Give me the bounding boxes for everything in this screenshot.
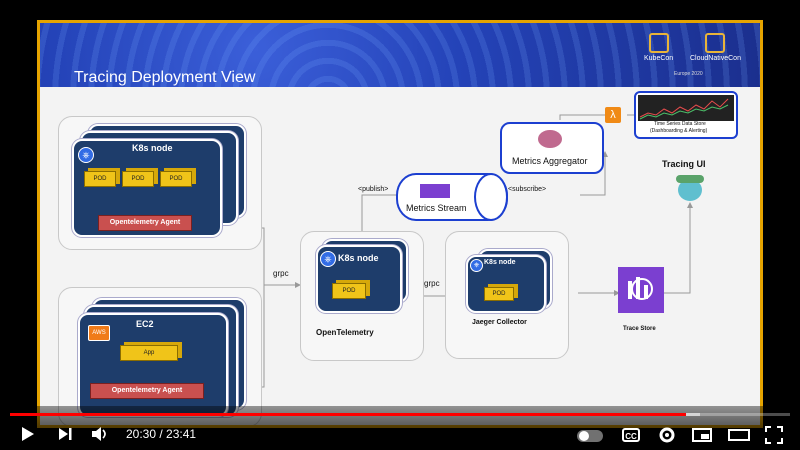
- opentelemetry-agent: Opentelemetry Agent: [90, 383, 204, 399]
- database-chart-icon: [628, 277, 653, 300]
- volume-icon[interactable]: [90, 425, 110, 448]
- line-chart-icon: [638, 95, 734, 121]
- slide-banner: [40, 23, 760, 87]
- lambda-icon: λ: [605, 107, 621, 123]
- k8s-node-card: ⎈ K8s node POD: [466, 255, 546, 313]
- time-series-data-store: Time Series Data Store (Dashboarding & A…: [634, 91, 738, 139]
- metrics-aggregator-label: Metrics Aggregator: [512, 156, 588, 166]
- metrics-stream: Metrics Stream: [396, 173, 508, 221]
- jaeger-gopher-icon: [672, 173, 708, 203]
- trace-store-label: Trace Store: [623, 326, 656, 332]
- tracing-ui-label: Tracing UI: [662, 159, 706, 169]
- opentelemetry-agent: Opentelemetry Agent: [98, 215, 192, 231]
- trace-store-icon: [618, 267, 664, 313]
- kubernetes-icon: ⎈: [320, 251, 336, 267]
- k8s-node-label: K8s node: [338, 253, 379, 263]
- miniplayer-icon[interactable]: [692, 428, 712, 442]
- k8s-node-card: ⎈ K8s node POD: [316, 245, 402, 313]
- metrics-aggregator: Metrics Aggregator: [500, 122, 604, 174]
- next-icon[interactable]: [56, 425, 74, 448]
- app-box: App: [120, 345, 178, 361]
- opentelemetry-label: OpenTelemetry: [316, 328, 374, 337]
- theater-icon[interactable]: [728, 429, 750, 441]
- captions-icon[interactable]: CC: [622, 428, 640, 442]
- pod: POD: [84, 171, 116, 187]
- kinesis-icon: [420, 184, 450, 198]
- slide-title: Tracing Deployment View: [74, 69, 256, 86]
- k8s-node-label: K8s node: [484, 259, 516, 266]
- grpc-label: grpc: [273, 269, 289, 278]
- grpc-label-2: grpc: [424, 279, 440, 288]
- kubernetes-icon: ⎈: [78, 147, 94, 163]
- ec2-label: EC2: [136, 319, 154, 329]
- kubecon-logo: KubeCon: [644, 33, 673, 62]
- time-separator: /: [156, 427, 167, 441]
- pod: POD: [160, 171, 192, 187]
- fullscreen-icon[interactable]: [764, 425, 784, 450]
- duration: 23:41: [166, 427, 197, 441]
- metrics-stream-label: Metrics Stream: [406, 203, 467, 213]
- pod: POD: [332, 283, 366, 299]
- autoplay-toggle[interactable]: [577, 430, 603, 442]
- subscribe-label: <subscribe>: [508, 186, 547, 193]
- play-icon[interactable]: [18, 425, 36, 448]
- slide: Tracing Deployment View KubeCon CloudNat…: [37, 20, 763, 428]
- publish-label: <publish>: [358, 186, 389, 193]
- settings-icon[interactable]: [657, 425, 677, 450]
- tsds-label-line1: Time Series Data Store: [654, 121, 706, 127]
- played-bar: [10, 413, 686, 416]
- event-label: Europe 2020: [674, 71, 703, 77]
- jaeger-collector-label: Jaeger Collector: [472, 319, 527, 326]
- k8s-node-label: K8s node: [132, 143, 173, 153]
- autoplay-toggle-knob: [579, 431, 589, 441]
- ec2-card: AWS EC2 App Opentelemetry Agent: [78, 313, 228, 417]
- pod: POD: [122, 171, 154, 187]
- kubernetes-icon: ⎈: [470, 259, 483, 272]
- progress-bar[interactable]: [10, 413, 790, 416]
- cloudnativecon-logo: CloudNativeCon: [690, 33, 741, 62]
- current-time: 20:30: [126, 427, 157, 441]
- aws-icon: AWS: [88, 325, 110, 341]
- flink-squirrel-icon: [538, 130, 562, 148]
- k8s-node-card: ⎈ K8s node POD POD POD Opentelemetry Age…: [72, 139, 222, 237]
- pod: POD: [484, 287, 514, 301]
- tsds-label-line2: (Dashboarding & Alerting): [650, 128, 708, 134]
- time-display: 20:30 / 23:41: [126, 427, 196, 441]
